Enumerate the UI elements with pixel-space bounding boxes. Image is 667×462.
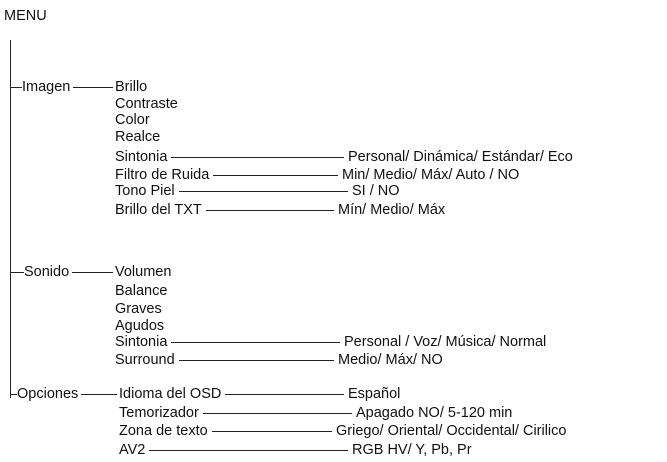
value-connector-line <box>179 191 348 193</box>
section-item-connector <box>73 87 113 89</box>
menu-item-label: Sintonia <box>115 334 168 350</box>
value-connector-line <box>171 157 344 159</box>
menu-item-label: Color <box>115 112 150 128</box>
menu-item-label: Filtro de Ruida <box>115 167 210 183</box>
menu-item-label: Brillo <box>115 79 148 95</box>
menu-item-options: Min/ Medio/ Máx/ Auto / NO <box>342 167 520 183</box>
value-connector-line <box>225 394 344 396</box>
value-connector-line <box>212 431 332 433</box>
menu-item-label: Contraste <box>115 96 178 112</box>
section-item-connector <box>72 272 113 274</box>
menu-item-label: Sintonia <box>115 149 168 165</box>
menu-item-label: Realce <box>115 129 161 145</box>
menu-item-label: Zona de texto <box>119 423 208 439</box>
menu-item-label: Volumen <box>115 264 172 280</box>
menu-item-options: Apagado NO/ 5-120 min <box>356 405 513 421</box>
menu-title: MENU <box>4 8 47 24</box>
value-connector-line <box>206 210 334 212</box>
menu-item-options: SI / NO <box>352 183 400 199</box>
section-label-opciones: Opciones <box>17 386 79 402</box>
value-connector-line <box>171 342 340 344</box>
section-label-sonido: Sonido <box>24 264 70 280</box>
menu-item-options: Griego/ Oriental/ Occidental/ Cirilico <box>336 423 567 439</box>
value-connector-line <box>149 450 348 452</box>
menu-item-options: RGB HV/ Y, Pb, Pr <box>352 442 472 458</box>
section-branch-line <box>10 87 22 89</box>
menu-item-label: Tono Piel <box>115 183 175 199</box>
menu-item-options: Personal / Voz/ Música/ Normal <box>344 334 547 350</box>
menu-item-label: Brillo del TXT <box>115 202 202 218</box>
tree-trunk-line <box>10 40 12 398</box>
section-branch-line <box>10 394 17 396</box>
section-label-imagen: Imagen <box>22 79 71 95</box>
menu-item-label: Agudos <box>115 318 165 334</box>
menu-item-options: Medio/ Máx/ NO <box>338 352 443 368</box>
section-item-connector <box>81 394 117 396</box>
menu-item-options: Personal/ Dinámica/ Estándar/ Eco <box>348 149 573 165</box>
menu-item-label: Idioma del OSD <box>119 386 222 402</box>
value-connector-line <box>179 360 334 362</box>
value-connector-line <box>203 413 352 415</box>
menu-item-options: Mín/ Medio/ Máx <box>338 202 446 218</box>
menu-item-options: Español <box>348 386 401 402</box>
value-connector-line <box>213 175 338 177</box>
section-branch-line <box>10 272 24 274</box>
menu-item-label: Surround <box>115 352 175 368</box>
menu-item-label: Temorizador <box>119 405 199 421</box>
menu-item-label: Graves <box>115 301 162 317</box>
menu-item-label: Balance <box>115 283 168 299</box>
menu-item-label: AV2 <box>119 442 146 458</box>
